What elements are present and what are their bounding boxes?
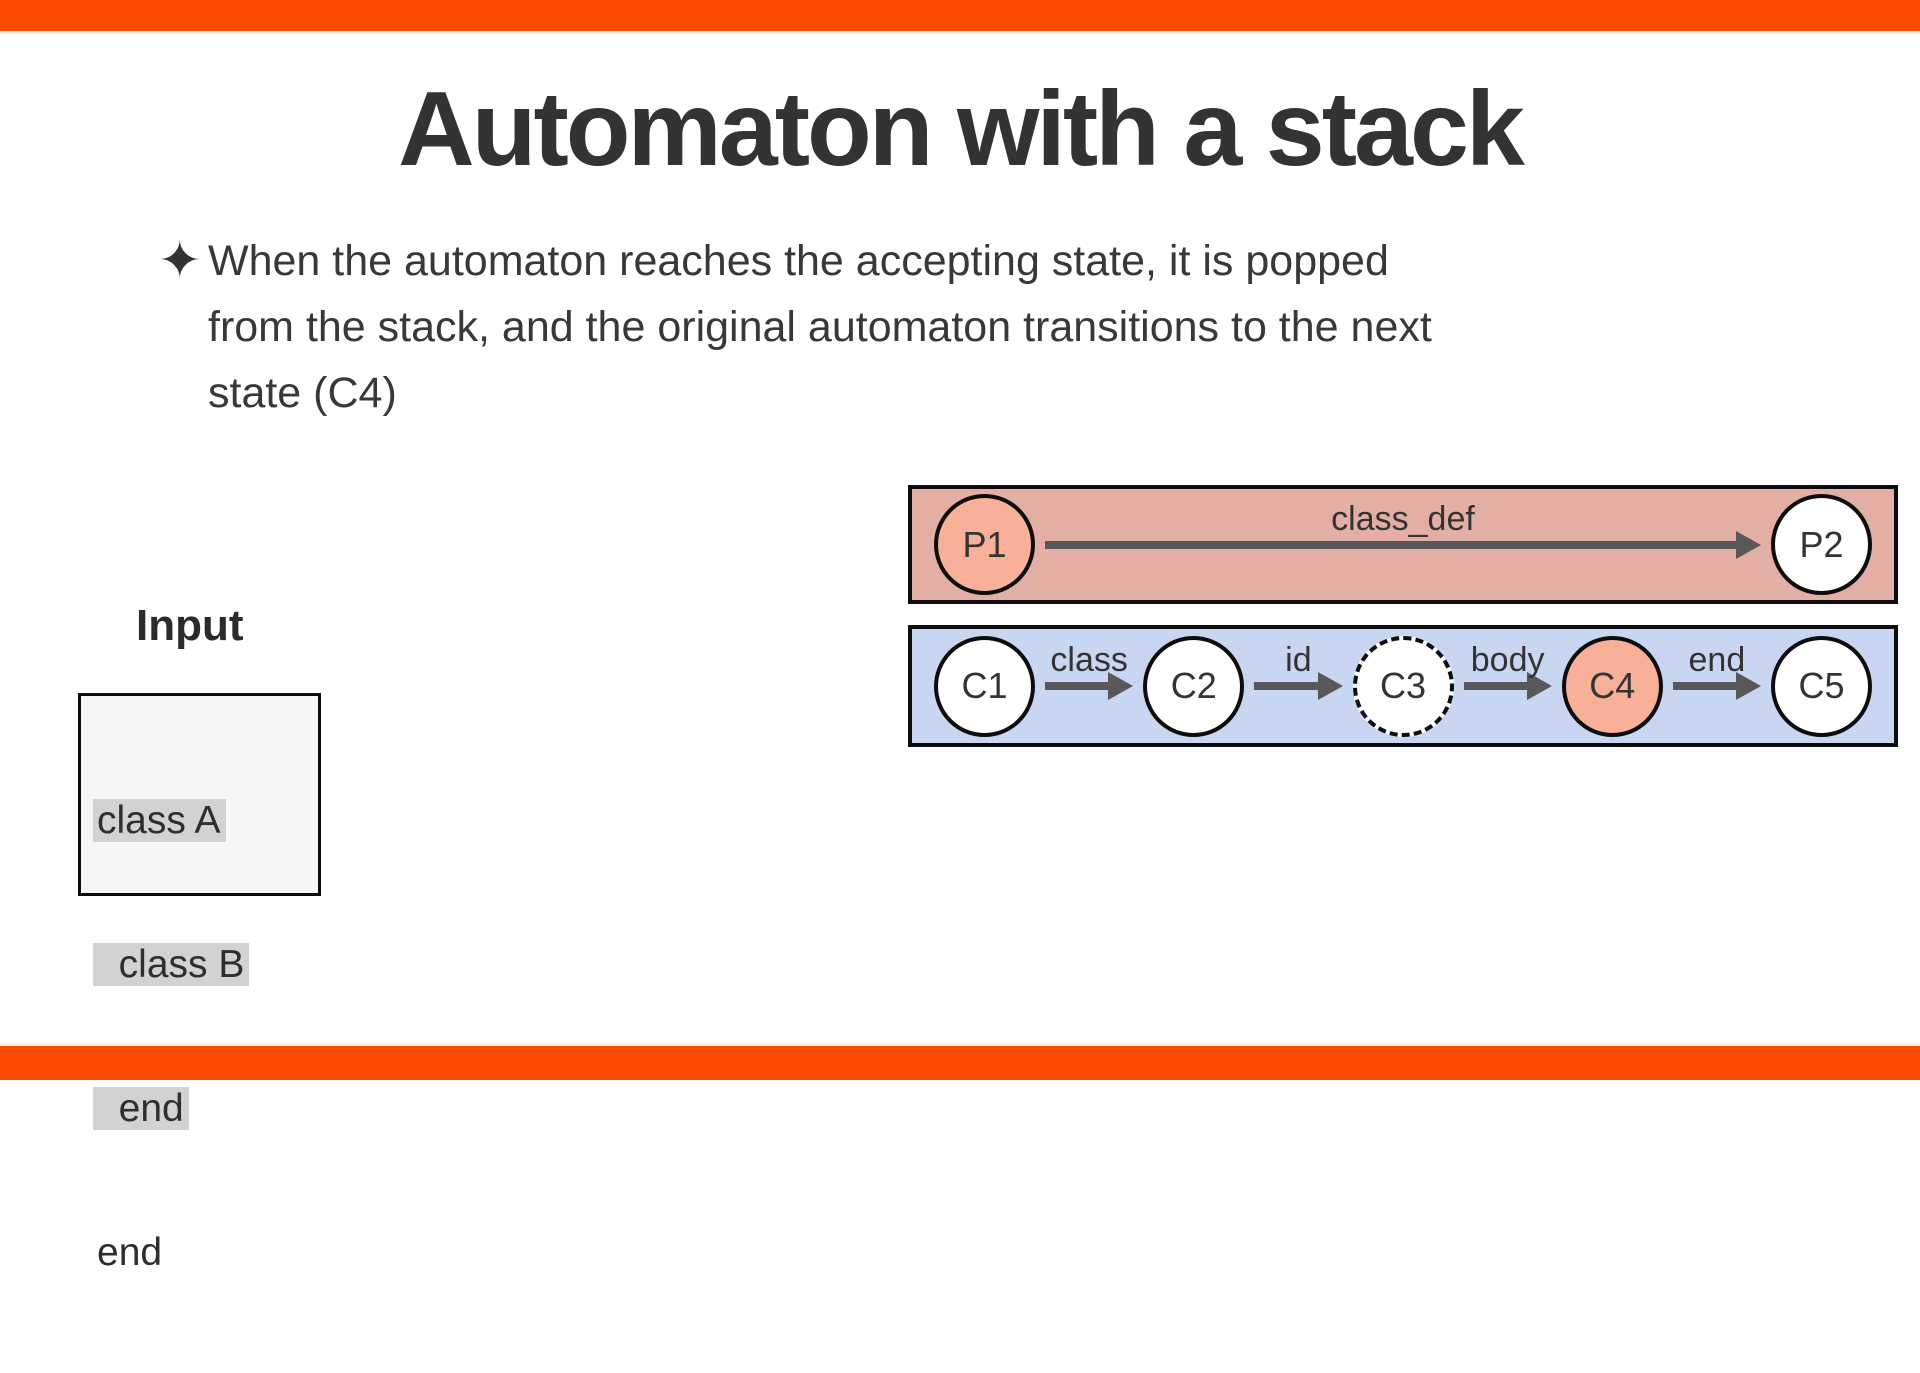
transition-label: class — [1050, 641, 1128, 679]
arrow-head-icon — [1317, 672, 1343, 700]
bottom-accent-bar — [0, 1043, 1920, 1080]
selection-highlight: end — [93, 1087, 189, 1130]
bullet-line: When the automaton reaches the accepting… — [208, 237, 1389, 285]
state-circle-c5: C5 — [1771, 635, 1872, 737]
input-section-label: Input — [136, 601, 244, 650]
slide: Automaton with a stack ✦ When the automa… — [0, 0, 1920, 1274]
transition-arrow-body: body — [1463, 629, 1552, 743]
code-line: end — [93, 1085, 318, 1133]
page-title: Automaton with a stack — [398, 70, 1525, 188]
transition-arrow-class: class — [1045, 629, 1134, 743]
transition-label: class_def — [1331, 499, 1475, 538]
input-code-box: class A class B end end — [78, 693, 321, 1274]
sparkle-bullet-icon: ✦ — [158, 232, 202, 290]
class-automaton-box: C1 class C2 id C3 body C4 end C5 — [908, 625, 1898, 747]
bullet-point: ✦ When the automaton reaches the accepti… — [158, 228, 1838, 426]
code-line: end — [97, 1231, 163, 1274]
selection-highlight: class B — [93, 943, 250, 986]
state-circle-p2: P2 — [1771, 494, 1872, 595]
state-circle-c1: C1 — [934, 635, 1035, 737]
arrow-head-icon — [1526, 672, 1552, 700]
arrow-shaft — [1045, 682, 1109, 690]
arrow-head-icon — [1736, 530, 1761, 559]
transition-arrow-id: id — [1254, 629, 1343, 743]
arrow-shaft — [1463, 682, 1527, 690]
transition-arrow-classdef: class_def — [1045, 489, 1761, 600]
bullet-line: from the stack, and the original automat… — [208, 303, 1432, 351]
top-accent-bar — [0, 0, 1920, 34]
arrow-shaft — [1254, 682, 1318, 690]
transition-arrow-end: end — [1672, 629, 1761, 743]
bullet-text: When the automaton reaches the accepting… — [204, 228, 1432, 426]
state-circle-c4: C4 — [1561, 635, 1663, 737]
arrow-head-icon — [1108, 672, 1134, 700]
arrow-shaft — [1672, 682, 1736, 690]
transition-label: body — [1470, 641, 1545, 679]
selection-highlight: class A — [93, 799, 226, 842]
code-line: class A — [93, 797, 318, 845]
parser-automaton-box: P1 class_def P2 — [908, 485, 1898, 604]
transition-label: end — [1688, 641, 1746, 679]
arrow-head-icon — [1736, 672, 1761, 700]
transition-label: id — [1285, 641, 1312, 679]
state-circle-p1: P1 — [934, 494, 1035, 595]
state-circle-c2: C2 — [1143, 635, 1245, 737]
code-line: class B — [93, 941, 318, 989]
state-circle-c3: C3 — [1352, 635, 1454, 737]
arrow-shaft — [1045, 540, 1736, 549]
bullet-line: state (C4) — [208, 369, 397, 417]
